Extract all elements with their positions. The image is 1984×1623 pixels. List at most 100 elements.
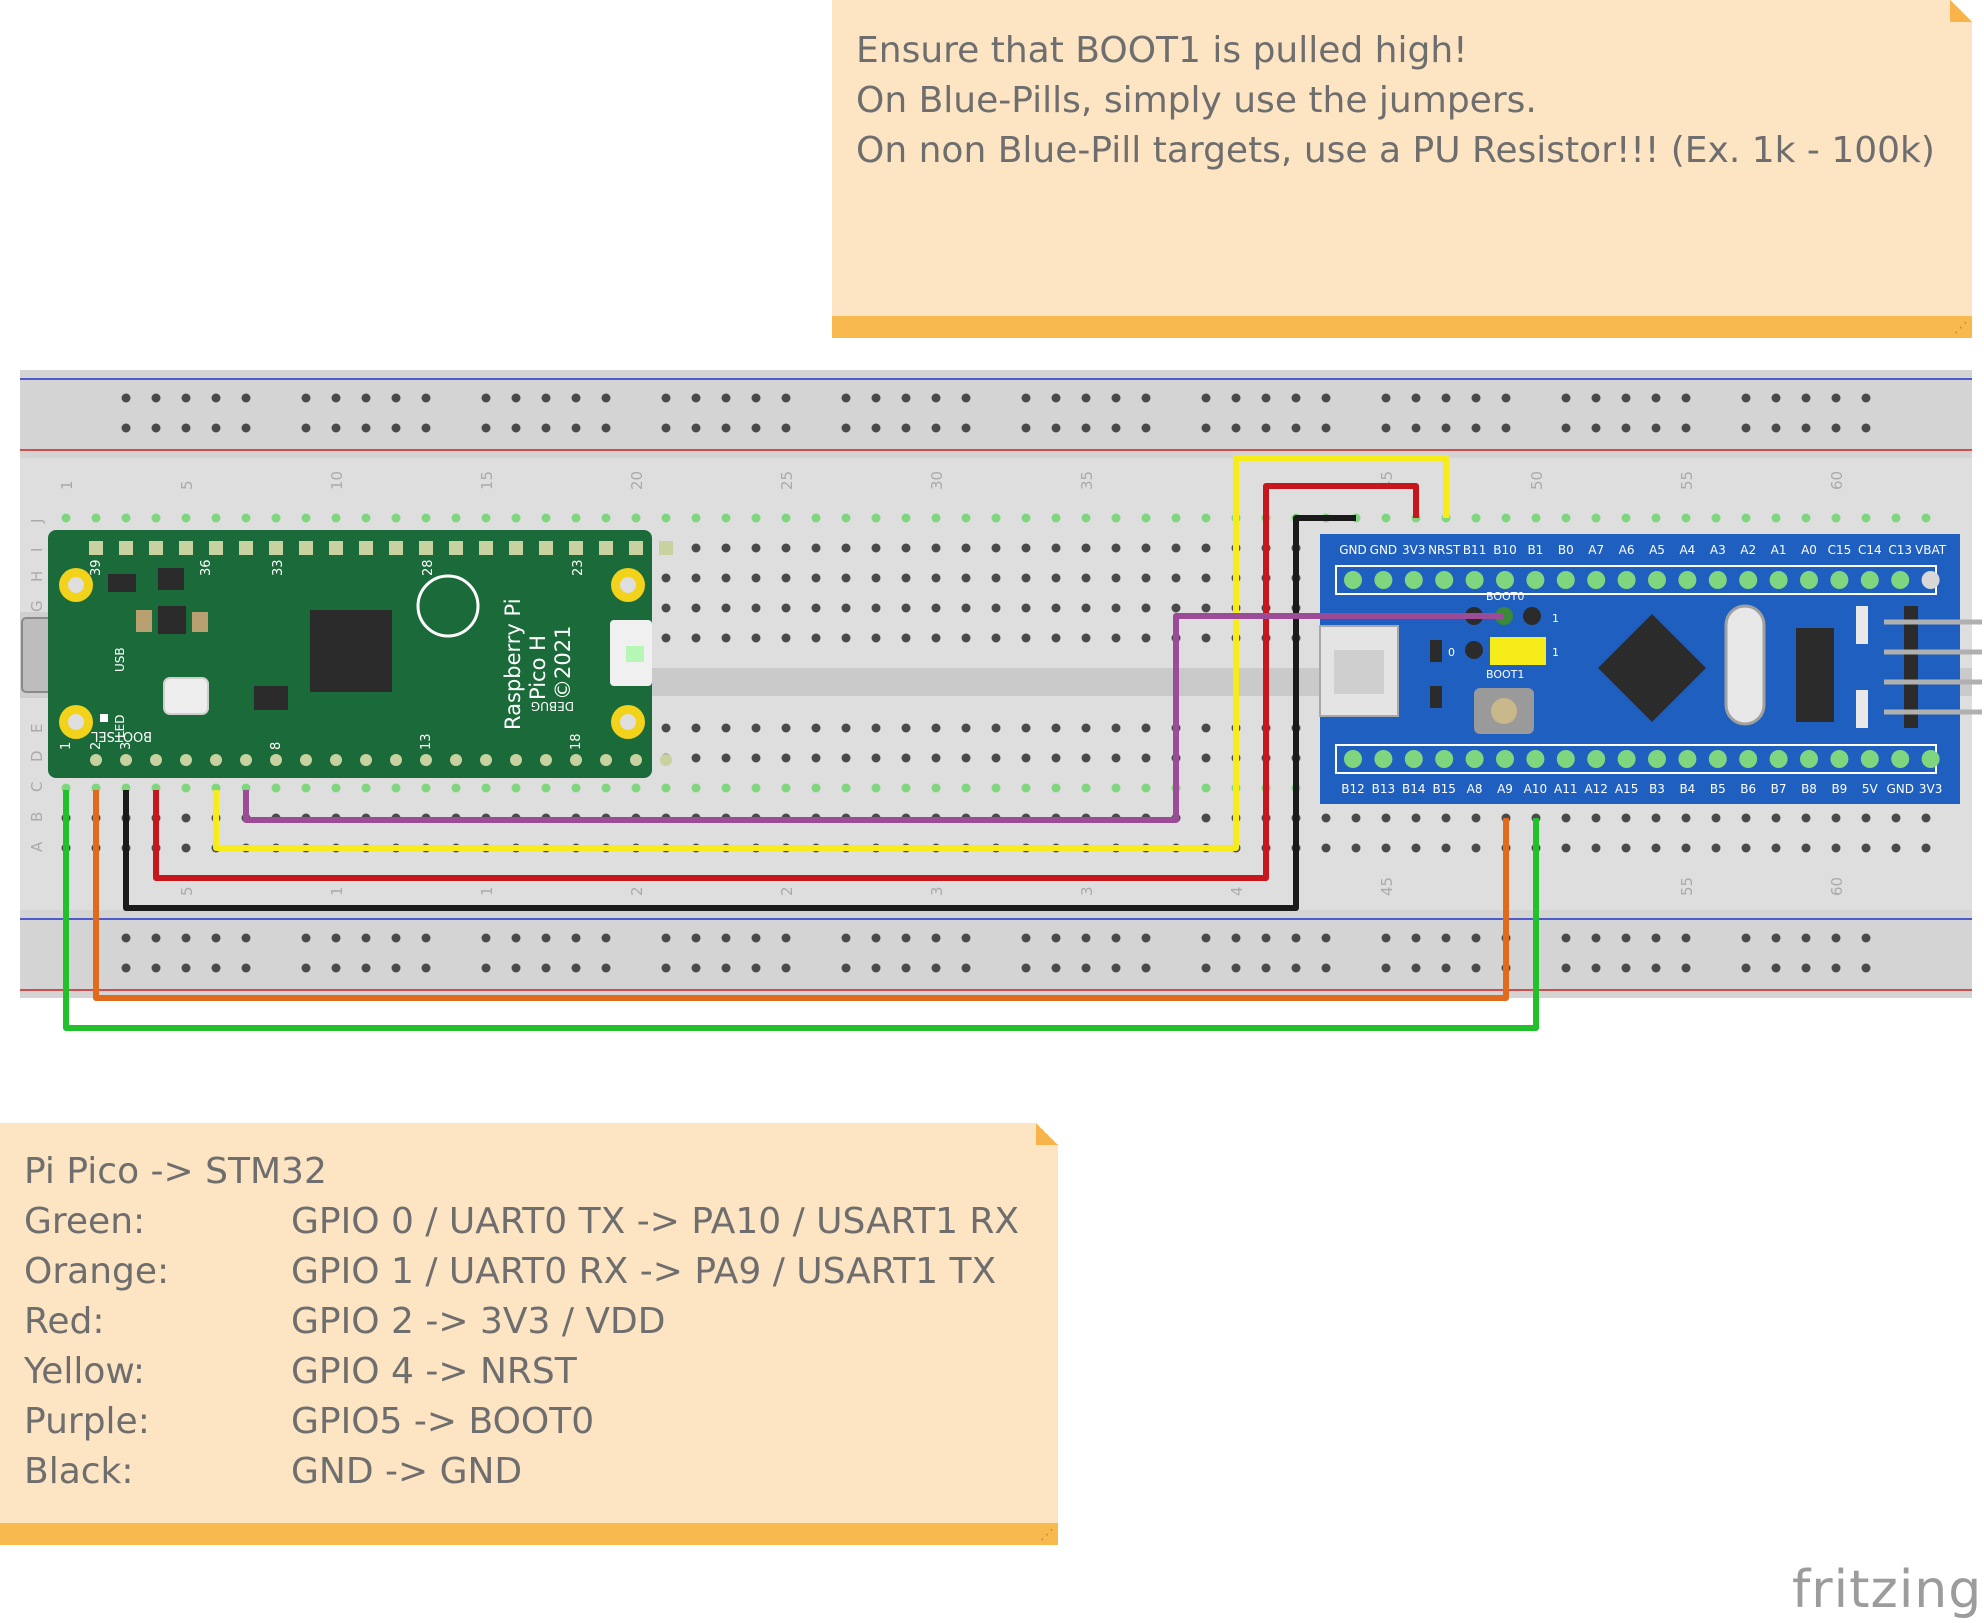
pico-pin-pad — [479, 541, 493, 555]
breadboard-hole — [1111, 543, 1121, 553]
breadboard-hole — [451, 513, 461, 523]
note-line: On Blue-Pills, simply use the jumpers. — [856, 80, 1537, 121]
rail-hole — [1051, 963, 1061, 973]
breadboard-hole — [1171, 543, 1181, 553]
rail-hole — [961, 393, 971, 403]
breadboard-hole — [1201, 543, 1211, 553]
breadboard-hole — [1921, 813, 1931, 823]
bluepill-pin — [1800, 571, 1818, 589]
breadboard-hole — [781, 753, 791, 763]
rail-hole — [1201, 393, 1211, 403]
pin-label: A0 — [1801, 543, 1817, 557]
breadboard-hole — [931, 723, 941, 733]
breadboard-hole — [661, 723, 671, 733]
rail-hole — [781, 963, 791, 973]
rail-hole — [1231, 423, 1241, 433]
bluepill-pin — [1921, 571, 1940, 589]
row-letter: B — [28, 812, 46, 822]
breadboard-hole — [691, 723, 701, 733]
breadboard-hole — [331, 783, 341, 793]
breadboard-hole — [571, 513, 581, 523]
bluepill-pin — [1830, 571, 1849, 589]
bluepill-pin — [1556, 750, 1575, 768]
rail-hole — [211, 423, 221, 433]
rail-hole — [901, 933, 911, 943]
rail-hole — [1321, 393, 1331, 403]
rail-hole — [1561, 963, 1571, 973]
rail-hole — [1081, 933, 1091, 943]
breadboard-hole — [1381, 513, 1391, 523]
breadboard-hole — [1051, 573, 1061, 583]
rail-hole — [1081, 963, 1091, 973]
pin-label: A8 — [1467, 782, 1483, 796]
breadboard-hole — [121, 513, 131, 523]
bluepill-pin — [1921, 750, 1940, 768]
rail-hole — [481, 933, 491, 943]
breadboard-hole — [901, 633, 911, 643]
breadboard-hole — [961, 783, 971, 793]
component — [158, 606, 186, 634]
pin-label: GND — [1370, 543, 1398, 557]
rail-hole — [1051, 933, 1061, 943]
breadboard-hole — [751, 783, 761, 793]
rail-hole — [1621, 933, 1631, 943]
wires — [63, 455, 1539, 1031]
pico-pin-pad — [239, 541, 253, 555]
breadboard-hole — [1471, 513, 1481, 523]
pin-label: 5V — [1862, 782, 1879, 796]
rail-hole — [1771, 963, 1781, 973]
breadboard-hole — [691, 753, 701, 763]
pin-label: 23 — [571, 559, 586, 576]
rail-hole — [1621, 393, 1631, 403]
breadboard-hole — [871, 753, 881, 763]
pin-label: 3V3 — [1919, 782, 1942, 796]
note-bottom-bar — [832, 316, 1972, 338]
resize-grip-icon[interactable]: ⋰ — [1040, 1527, 1054, 1543]
resize-grip-icon[interactable]: ⋰ — [1954, 320, 1968, 336]
column-number: 60 — [1828, 471, 1846, 490]
pico-pin-pad — [150, 754, 162, 766]
rail-hole — [1801, 393, 1811, 403]
boot1-jumper[interactable] — [1490, 637, 1546, 665]
bootsel-button[interactable] — [163, 677, 209, 715]
breadboard-hole — [961, 573, 971, 583]
rail-hole — [241, 423, 251, 433]
rail-hole — [331, 423, 341, 433]
rail-hole — [871, 933, 881, 943]
breadboard-hole — [1141, 543, 1151, 553]
rail-hole — [751, 963, 761, 973]
rail-hole — [841, 963, 851, 973]
breadboard-hole — [991, 723, 1001, 733]
breadboard-hole — [961, 753, 971, 763]
column-number: 2 — [778, 886, 796, 896]
breadboard-hole — [811, 513, 821, 523]
wire-red — [153, 483, 1419, 881]
breadboard-hole — [931, 753, 941, 763]
breadboard-hole — [1141, 753, 1151, 763]
rail-hole — [1561, 933, 1571, 943]
breadboard-hole — [1051, 513, 1061, 523]
rail-hole — [1261, 393, 1271, 403]
pin-label: A15 — [1615, 782, 1638, 796]
pin-label: A3 — [1710, 543, 1726, 557]
rail-hole — [1081, 393, 1091, 403]
breadboard-hole — [1201, 813, 1211, 823]
rail-hole — [1021, 933, 1031, 943]
rail-hole — [931, 423, 941, 433]
breadboard-hole — [781, 573, 791, 583]
breadboard-hole — [781, 633, 791, 643]
breadboard-hole — [1111, 723, 1121, 733]
breadboard-hole — [1141, 723, 1151, 733]
legend-row: Orange:GPIO 1 / UART0 RX -> PA9 / USART1… — [24, 1247, 1058, 1297]
breadboard-hole — [271, 783, 281, 793]
rail-hole — [1231, 963, 1241, 973]
rail-hole — [751, 933, 761, 943]
column-number: 50 — [1528, 471, 1546, 490]
breadboard-hole — [811, 633, 821, 643]
breadboard-hole — [901, 753, 911, 763]
breadboard-hole — [1711, 843, 1721, 853]
breadboard-hole — [1891, 843, 1901, 853]
rail-hole — [1441, 963, 1451, 973]
rail-hole — [1771, 423, 1781, 433]
rail-hole — [151, 963, 161, 973]
